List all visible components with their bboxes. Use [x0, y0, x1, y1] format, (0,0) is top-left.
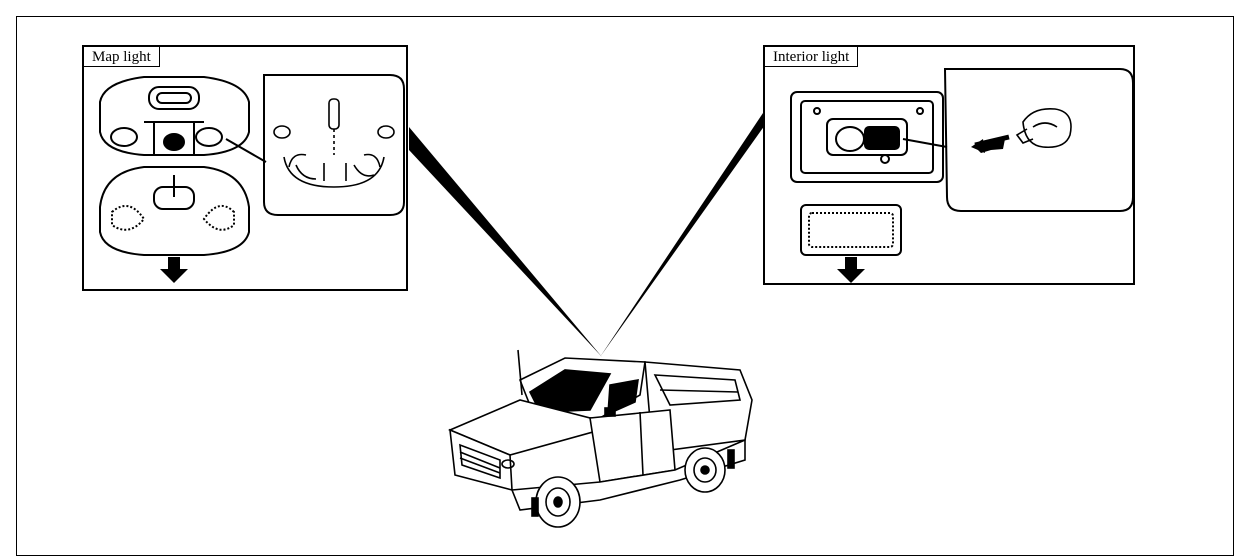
- down-arrow-icon: [160, 257, 188, 283]
- truck-front-wheel: [536, 477, 580, 527]
- map-light-console-top: [100, 77, 249, 155]
- map-light-inset-frame: [264, 75, 404, 215]
- truck-rear-wheel: [685, 448, 725, 492]
- interior-light-panel: Interior light: [763, 45, 1135, 285]
- map-light-panel: Map light: [82, 45, 408, 291]
- interior-light-callout-wedge: [600, 110, 765, 357]
- pickup-truck-illustration: [440, 340, 760, 530]
- interior-light-housing: [791, 92, 943, 182]
- truck-door: [590, 410, 675, 482]
- interior-light-illustration: [765, 47, 1137, 287]
- down-arrow-icon: [837, 257, 865, 283]
- map-light-lens-cover: [100, 167, 249, 255]
- interior-light-lens: [801, 205, 901, 255]
- map-light-illustration: [84, 47, 410, 293]
- map-light-callout-wedge: [409, 127, 602, 357]
- interior-light-inset-frame: [945, 69, 1133, 211]
